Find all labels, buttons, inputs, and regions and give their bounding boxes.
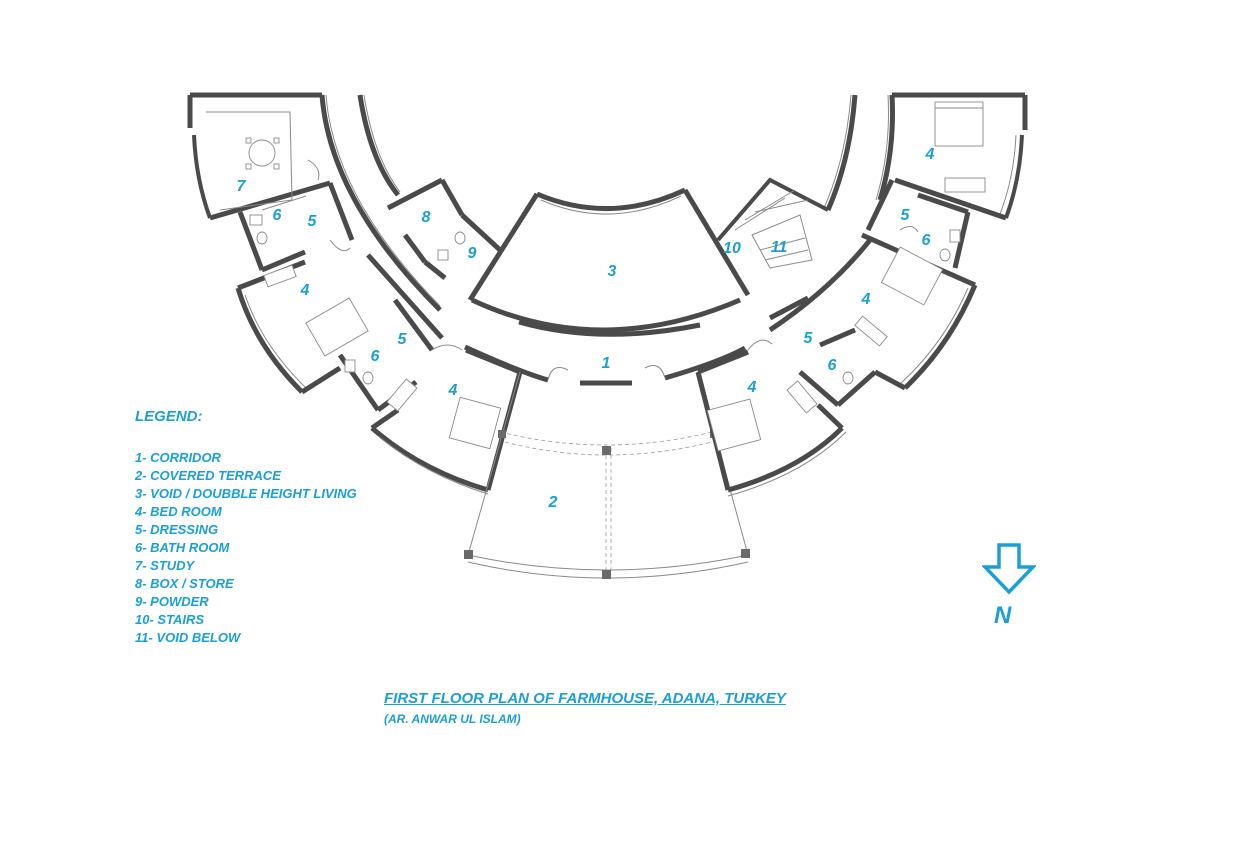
- plan-subtitle: (AR. ANWAR UL ISLAM): [384, 712, 521, 726]
- room-label-corridor: 1: [602, 355, 611, 372]
- room-label-dressing-right-upper: 5: [901, 207, 911, 224]
- room-label-bed-right-upper: 4: [925, 146, 935, 163]
- room-label-dressing-right-lower: 5: [804, 330, 814, 347]
- legend-item: 10- STAIRS: [135, 612, 205, 627]
- right-lower-bedroom: [695, 349, 847, 497]
- corridor-walls: [319, 94, 895, 386]
- legend-item: 8- BOX / STORE: [135, 576, 234, 591]
- room-label-store: 8: [422, 209, 431, 226]
- room-labels: 1 2 3 4 4 4 4 4 5 5 5 5 6 6 6 6 7 8 9 10…: [237, 146, 935, 511]
- legend-item: 7- STUDY: [135, 558, 195, 573]
- north-arrow-icon: [982, 543, 1036, 595]
- room-label-bath-left-lower: 6: [371, 348, 380, 365]
- doors: [307, 159, 919, 381]
- room-label-terrace: 2: [548, 494, 558, 511]
- room-label-bath-right-upper: 6: [922, 232, 931, 249]
- room-label-bath-right-lower: 6: [828, 357, 837, 374]
- room-label-stairs: 10: [723, 240, 741, 257]
- store-and-powder: [386, 177, 502, 280]
- room-label-bed-right-middle: 4: [861, 291, 871, 308]
- right-middle-bedroom: [854, 232, 978, 391]
- room-label-bed-left-upper: 4: [300, 282, 310, 299]
- legend-item: 1- CORRIDOR: [135, 450, 221, 465]
- left-upper-wet-rooms: [237, 182, 355, 273]
- room-label-bath-left-upper: 6: [273, 207, 282, 224]
- room-label-void-below: 11: [771, 239, 788, 256]
- room-label-study: 7: [237, 178, 247, 195]
- room-label-void-living: 3: [608, 263, 617, 280]
- left-lower-bedroom: [370, 347, 523, 495]
- legend-item: 2- COVERED TERRACE: [135, 468, 281, 483]
- legend-item: 3- VOID / DOUBBLE HEIGHT LIVING: [135, 486, 357, 501]
- legend-item: 11- VOID BELOW: [135, 630, 241, 645]
- room-label-bed-right-lower: 4: [747, 379, 757, 396]
- room-label-dressing-left-upper: 5: [308, 213, 318, 230]
- stair-area: [716, 177, 829, 269]
- legend-item: 5- DRESSING: [135, 522, 219, 537]
- room-label-powder: 9: [468, 245, 477, 262]
- covered-terrace: [464, 371, 750, 579]
- study-room: [187, 92, 331, 221]
- right-lower-wet-rooms: [768, 295, 877, 407]
- legend-item: 6- BATH ROOM: [135, 540, 230, 555]
- right-upper-bedroom: [892, 92, 1028, 221]
- void-living-room: [467, 187, 751, 337]
- room-label-bed-left-lower: 4: [448, 382, 458, 399]
- north-label: N: [994, 602, 1012, 629]
- legend-title: LEGEND:: [135, 408, 203, 425]
- right-upper-wet-rooms: [865, 178, 971, 269]
- room-label-dressing-left-lower: 5: [398, 331, 408, 348]
- plan-title: FIRST FLOOR PLAN OF FARMHOUSE, ADANA, TU…: [384, 690, 786, 707]
- legend-item: 4- BED ROOM: [135, 504, 222, 519]
- legend-item: 9- POWDER: [135, 594, 209, 609]
- legend: LEGEND: 1- CORRIDOR 2- COVERED TERRACE 3…: [135, 408, 357, 647]
- left-upper-bedroom: [235, 253, 444, 395]
